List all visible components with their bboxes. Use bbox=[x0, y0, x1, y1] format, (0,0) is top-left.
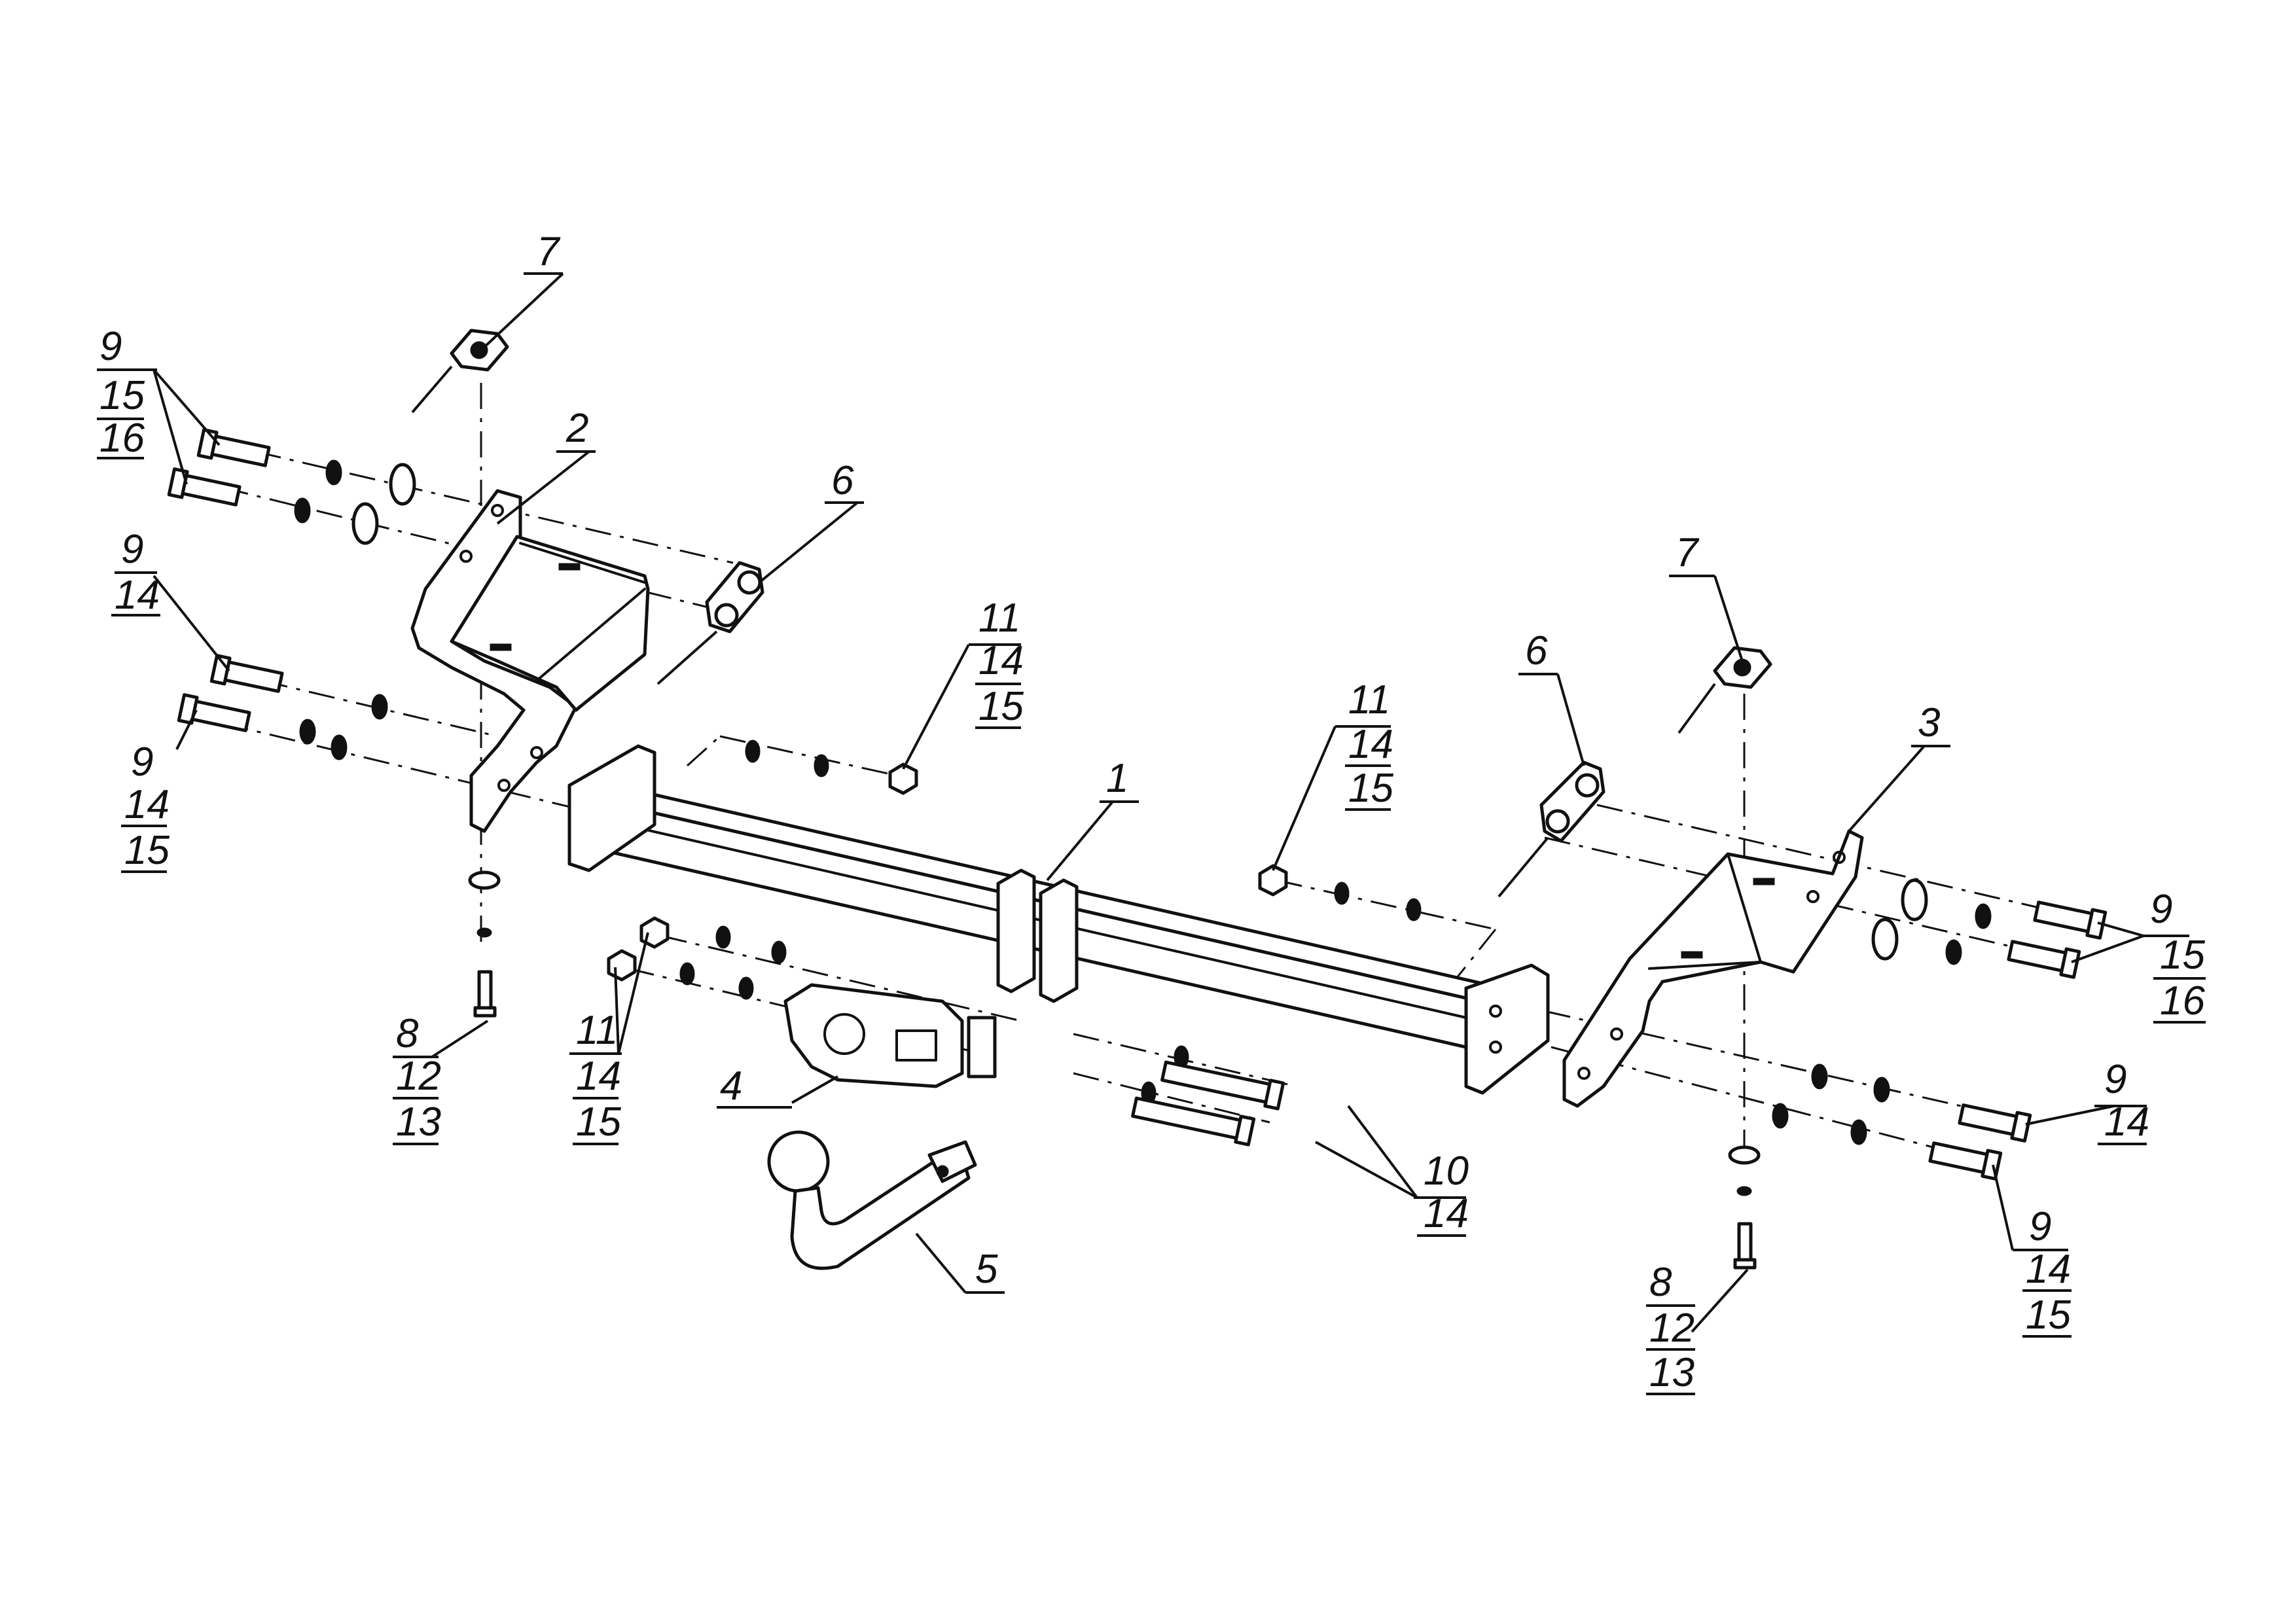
callout-line: 15 bbox=[2160, 933, 2205, 978]
callout-line: 5 bbox=[975, 1247, 998, 1292]
callout-line: 6 bbox=[831, 458, 854, 503]
callout-line: 14 bbox=[1424, 1191, 1469, 1236]
callout-9-15-16-right: 9 15 16 bbox=[2144, 887, 2206, 1024]
callout-7-left: 7 bbox=[524, 229, 563, 275]
callout-line: 14 bbox=[576, 1054, 621, 1099]
callout-5: 5 bbox=[965, 1247, 1005, 1294]
callout-line: 16 bbox=[2160, 978, 2205, 1024]
callout-9-14-15-left: 9 14 15 bbox=[121, 740, 170, 873]
callout-3: 3 bbox=[1911, 700, 1950, 747]
callout-line: 7 bbox=[1676, 530, 1700, 575]
callout-8-12-13-right: 8 12 13 bbox=[1646, 1260, 1695, 1395]
left-tie-plate bbox=[411, 329, 509, 414]
callout-line: 15 bbox=[1348, 766, 1393, 811]
right-tie-plate bbox=[1677, 646, 1772, 734]
callout-line: 3 bbox=[1918, 700, 1940, 745]
callout-11-14-15-bottom: 11 14 15 bbox=[569, 1008, 622, 1145]
callout-line: 13 bbox=[1649, 1350, 1695, 1395]
callout-line: 4 bbox=[720, 1063, 742, 1109]
callout-line: 9 bbox=[2150, 887, 2172, 932]
callout-7-right: 7 bbox=[1669, 530, 1715, 577]
right-bracket bbox=[1562, 829, 1864, 1108]
callout-line: 14 bbox=[978, 638, 1024, 683]
callout-line: 15 bbox=[99, 373, 145, 418]
callout-9-14-left: 9 14 bbox=[111, 527, 160, 618]
callout-line: 12 bbox=[1649, 1306, 1695, 1351]
callout-line: 16 bbox=[99, 416, 145, 461]
callout-line: 13 bbox=[396, 1099, 441, 1145]
callout-line: 9 bbox=[2029, 1204, 2051, 1249]
callout-line: 14 bbox=[115, 573, 160, 618]
callout-line: 2 bbox=[565, 406, 588, 451]
callout-line: 15 bbox=[2026, 1293, 2071, 1338]
callout-9-15-16-left: 9 15 16 bbox=[97, 324, 157, 461]
callout-line: 9 bbox=[99, 324, 122, 369]
callout-line: 11 bbox=[576, 1008, 618, 1053]
callout-line: 9 bbox=[131, 740, 153, 785]
callout-4: 4 bbox=[717, 1063, 792, 1109]
callout-9-14-15-right: 9 14 15 bbox=[2013, 1204, 2072, 1338]
callout-line: 8 bbox=[1649, 1260, 1672, 1305]
callout-line: 7 bbox=[537, 229, 561, 274]
callout-6-left: 6 bbox=[825, 458, 864, 504]
callout-line: 14 bbox=[2104, 1099, 2149, 1145]
left-bracket bbox=[410, 489, 650, 833]
right-stud-plate bbox=[1498, 760, 1605, 898]
callout-line: 1 bbox=[1106, 756, 1128, 801]
callout-line: 14 bbox=[2026, 1247, 2071, 1292]
callout-6-right: 6 bbox=[1518, 628, 1558, 675]
callout-9-14-right: 9 14 bbox=[2094, 1057, 2149, 1145]
callout-line: 11 bbox=[1348, 677, 1390, 722]
callout-8-12-13-left: 8 12 13 bbox=[393, 1011, 441, 1145]
left-stud-plate bbox=[656, 561, 764, 685]
callout-line: 15 bbox=[124, 828, 170, 873]
callout-10-14: 10 14 bbox=[1414, 1149, 1469, 1237]
tow-ball bbox=[767, 1130, 977, 1270]
callout-line: 14 bbox=[124, 782, 170, 827]
callout-line: 14 bbox=[1348, 722, 1393, 767]
callout-line: 15 bbox=[978, 684, 1024, 729]
callout-11-14-15-mid-right: 11 14 15 bbox=[1335, 677, 1393, 811]
callout-1: 1 bbox=[1100, 756, 1139, 803]
callout-2: 2 bbox=[556, 406, 596, 453]
callout-line: 15 bbox=[576, 1099, 621, 1145]
callout-11-14-15-mid-left: 11 14 15 bbox=[969, 596, 1024, 729]
callout-line: 9 bbox=[2104, 1057, 2126, 1102]
callout-line: 6 bbox=[1525, 628, 1548, 673]
ball-mount-plate bbox=[783, 983, 997, 1088]
callout-line: 12 bbox=[396, 1054, 441, 1099]
callout-leaders bbox=[152, 272, 2144, 1333]
callout-line: 9 bbox=[121, 527, 143, 572]
cross-member-tube bbox=[567, 744, 1550, 1095]
callout-line: 10 bbox=[1424, 1149, 1469, 1194]
callout-line: 11 bbox=[978, 596, 1020, 641]
callout-line: 8 bbox=[396, 1011, 419, 1056]
